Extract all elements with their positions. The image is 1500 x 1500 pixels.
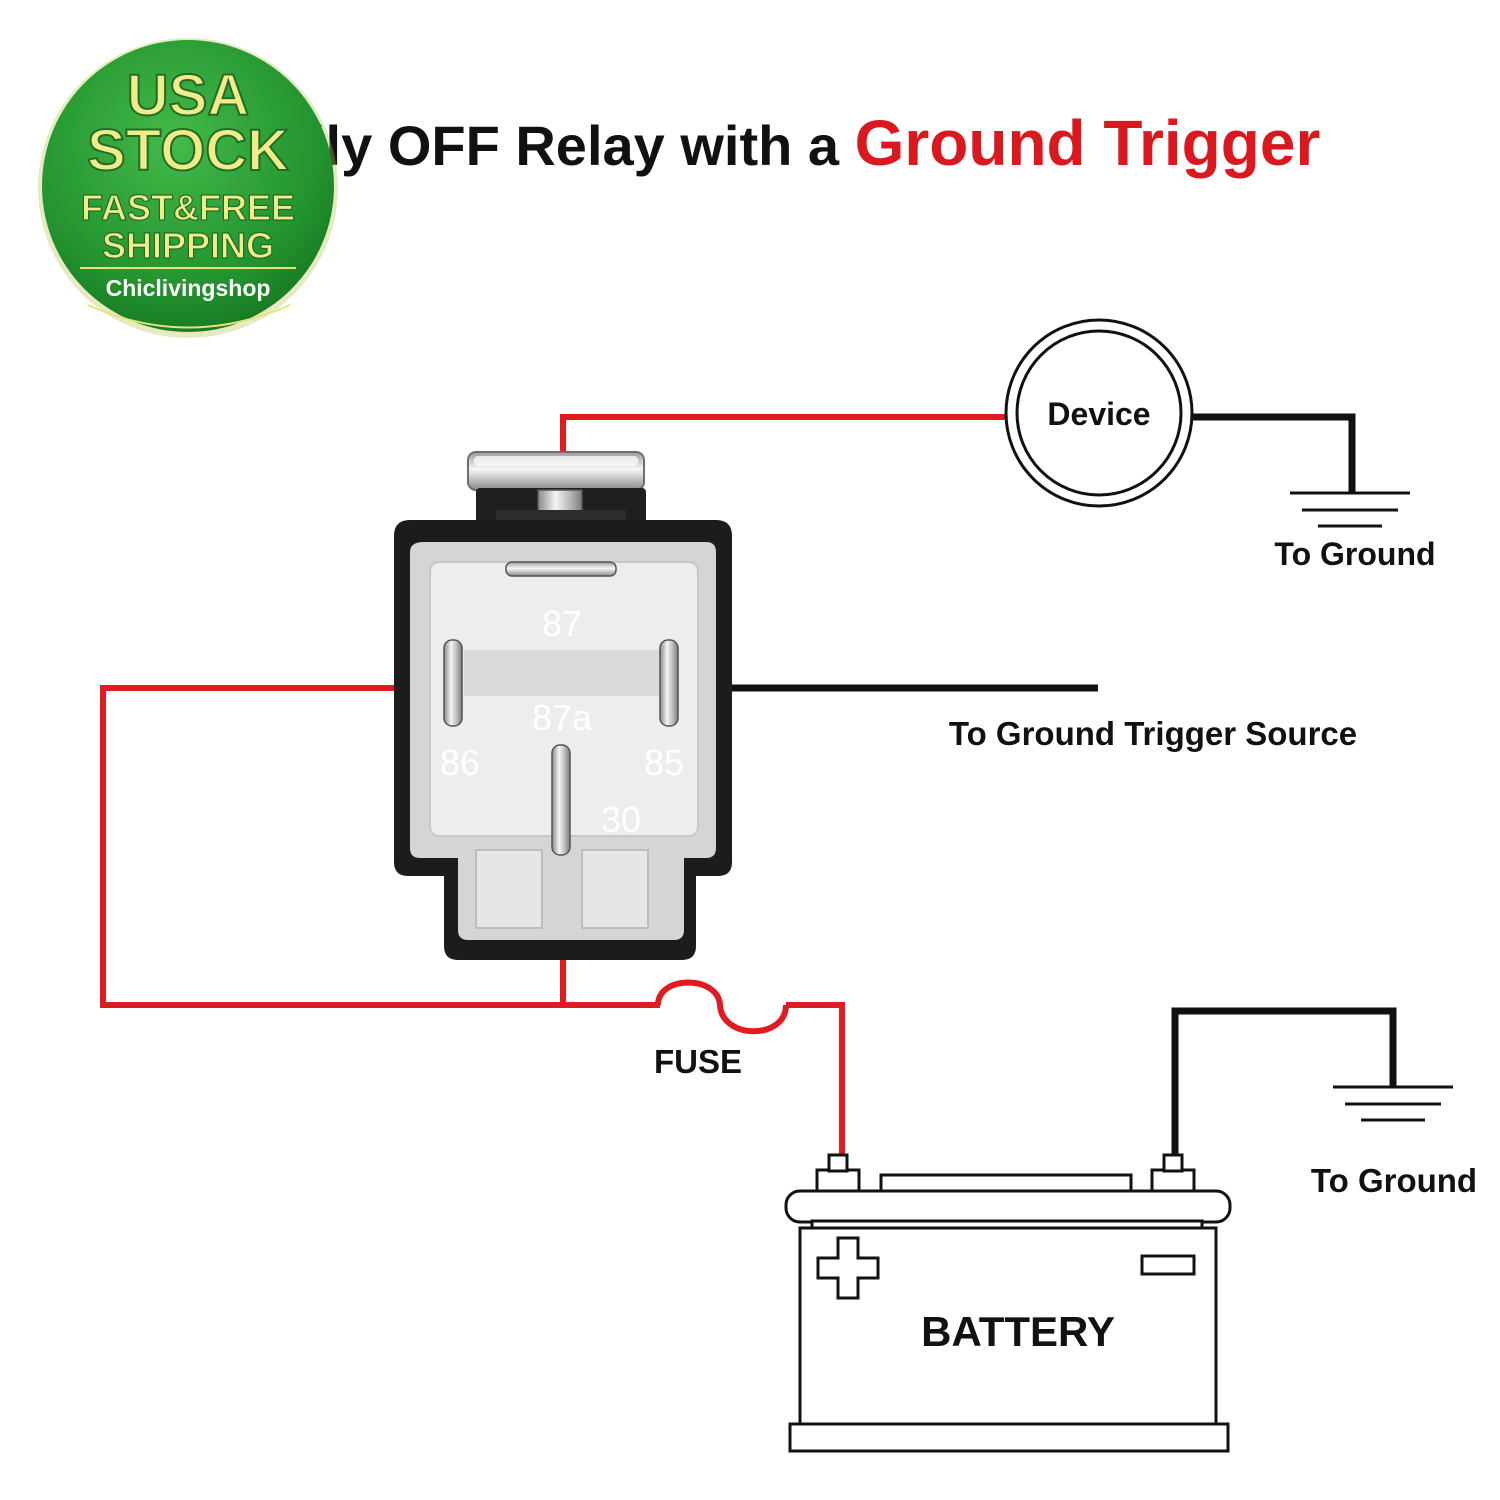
pin-30-label: 30 (601, 799, 641, 840)
badge-line-usa: USA (127, 63, 249, 128)
wire-fuse-to-battery (786, 1002, 845, 1158)
page-title: lly OFF Relay with a Ground Trigger (310, 107, 1320, 179)
ground-symbol-icon (1290, 491, 1410, 528)
title-part-2: Ground Trigger (855, 107, 1321, 179)
minus-terminal-icon (1140, 1254, 1196, 1276)
fuse-symbol (655, 979, 789, 1035)
pin-86-label: 86 (440, 742, 480, 783)
fuse-label: FUSE (654, 1043, 742, 1080)
device-label: Device (1047, 396, 1150, 432)
pin-87a-label: 87a (532, 697, 593, 738)
pin-85-label: 85 (644, 742, 684, 783)
wire-relay-86-loop (100, 685, 563, 1008)
wire-battery-to-ground (1171, 1007, 1397, 1158)
trigger-source-label: To Ground Trigger Source (949, 715, 1357, 752)
badge-shop-name: Chiclivingshop (106, 275, 271, 301)
badge-line-stock: STOCK (87, 118, 289, 183)
plus-terminal-icon (816, 1236, 880, 1300)
title-part-1: lly OFF Relay with a (310, 114, 855, 177)
pin-87-label: 87 (542, 603, 582, 644)
wire-relay-to-device (560, 414, 1008, 455)
ground-symbol-icon (1333, 1085, 1453, 1122)
to-ground-top-label: To Ground (1274, 536, 1435, 572)
battery (784, 1153, 1232, 1453)
badge-line-shipping: SHIPPING (102, 225, 274, 266)
badge-line-fast-free: FAST&FREE (81, 187, 295, 228)
to-ground-bottom-label: To Ground (1311, 1162, 1477, 1199)
relay (394, 451, 732, 960)
usa-stock-badge (38, 38, 338, 338)
device-symbol (1004, 318, 1194, 508)
battery-label: BATTERY (921, 1308, 1115, 1355)
wire-device-to-ground (1192, 413, 1356, 492)
